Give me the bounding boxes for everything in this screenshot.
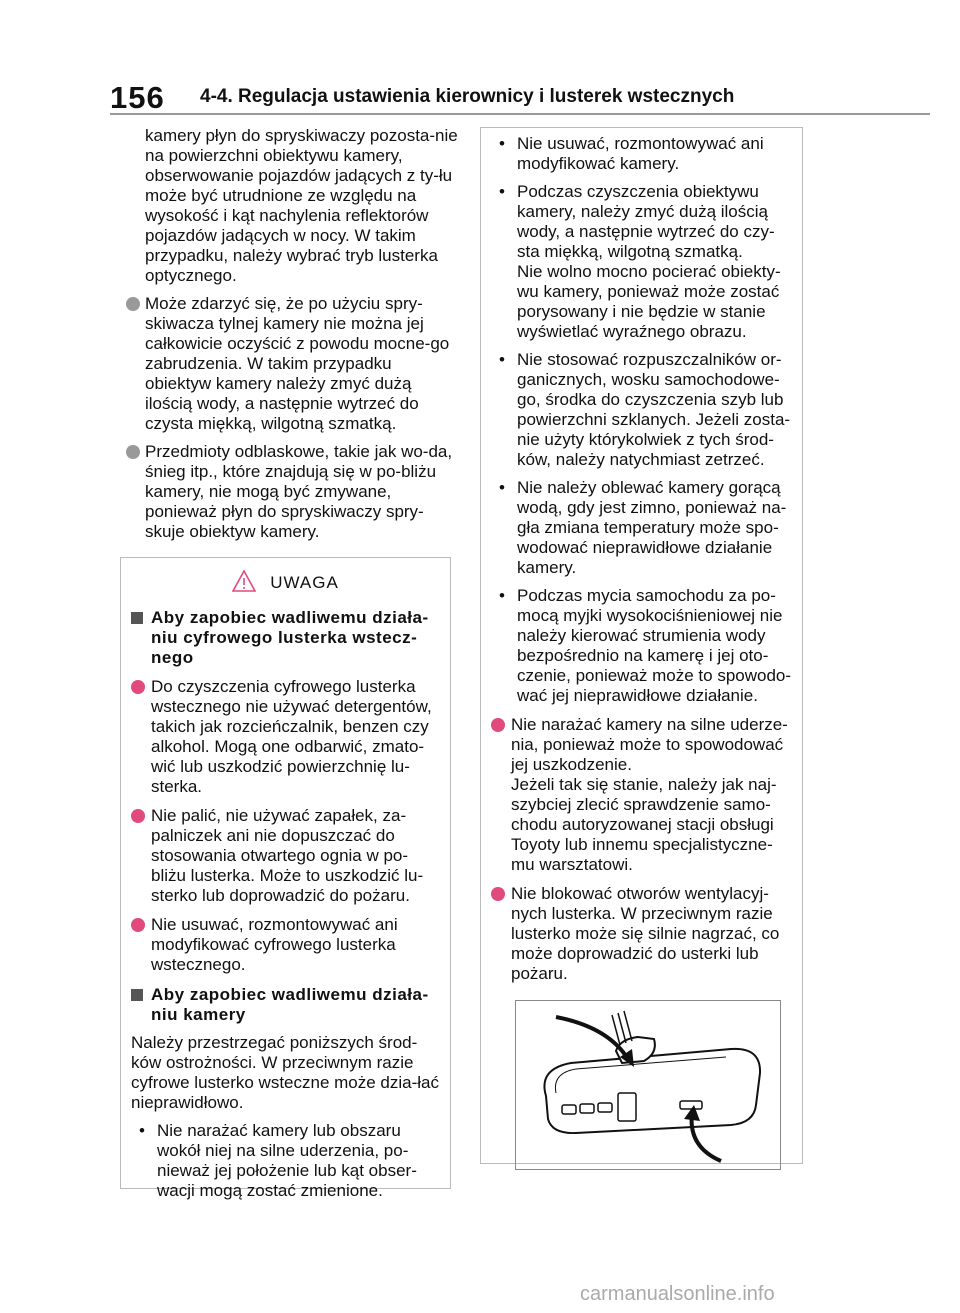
list-item: • Podczas czyszczenia obiektywu kamery, … [491, 182, 792, 342]
bullet-dot-icon [131, 918, 145, 932]
list-item-text: Podczas mycia samochodu za po-mocą myjki… [517, 586, 792, 705]
list-item: Nie narażać kamery na silne uderze-nia, … [491, 715, 792, 875]
section-title: 4-4. Regulacja ustawienia kierownicy i l… [200, 86, 735, 107]
subheading: Aby zapobiec wadliwemu działa-niu kamery [131, 985, 440, 1025]
list-item: • Nie narażać kamery lub obszaru wokół n… [131, 1121, 440, 1201]
list-item-text: Przedmioty odblaskowe, takie jak wo-da, … [145, 442, 453, 541]
warning-box-continued: • Nie usuwać, rozmontowywać ani modyfiko… [480, 127, 803, 1170]
list-item-note: Jeżeli tak się stanie, należy jak naj-sz… [511, 775, 777, 874]
intro-text: Należy przestrzegać poniższych środ-ków … [131, 1033, 440, 1112]
small-bullet-icon: • [499, 586, 505, 605]
square-bullet-icon [131, 612, 143, 624]
warning-triangle-icon [232, 570, 257, 592]
subheading-text: Aby zapobiec wadliwemu działa-niu cyfrow… [151, 608, 429, 667]
bullet-dot-icon [131, 809, 145, 823]
warning-title: UWAGA [270, 573, 339, 592]
list-item-text: Nie usuwać, rozmontowywać ani modyfikowa… [151, 915, 398, 974]
small-bullet-icon: • [499, 182, 505, 201]
small-bullet-icon: • [499, 134, 505, 153]
list-item: • Podczas mycia samochodu za po-mocą myj… [491, 586, 792, 706]
list-item: Nie blokować otworów wentylacyj-nych lus… [491, 884, 792, 984]
subheading-text: Aby zapobiec wadliwemu działa-niu kamery [151, 985, 429, 1024]
small-bullet-icon: • [499, 350, 505, 369]
list-item-text: Nie narażać kamery na silne uderze-nia, … [511, 715, 788, 774]
subheading: Aby zapobiec wadliwemu działa-niu cyfrow… [131, 608, 440, 668]
list-item: Może zdarzyć się, że po użyciu spry-skiw… [120, 294, 458, 434]
list-item-text: Nie stosować rozpuszczalników or-ganiczn… [517, 350, 791, 469]
list-item-text: Nie należy oblewać kamery gorącą wodą, g… [517, 478, 787, 577]
warning-header: UWAGA [131, 570, 440, 598]
list-item-text: Nie palić, nie używać zapałek, za-palnic… [151, 806, 424, 905]
continuation-text: kamery płyn do spryskiwaczy pozosta-nie … [145, 126, 458, 285]
list-item-text: Nie narażać kamery lub obszaru wokół nie… [157, 1121, 417, 1200]
left-column: kamery płyn do spryskiwaczy pozosta-nie … [120, 126, 458, 542]
list-item-note: Nie wolno mocno pocierać obiekty-wu kame… [517, 262, 781, 341]
list-item: • Nie usuwać, rozmontowywać ani modyfiko… [491, 134, 792, 174]
list-item: Nie usuwać, rozmontowywać ani modyfikowa… [131, 915, 440, 975]
small-bullet-icon: • [499, 478, 505, 497]
mirror-illustration [515, 1000, 781, 1170]
bullet-dot-icon [126, 297, 140, 311]
list-item: Nie palić, nie używać zapałek, za-palnic… [131, 806, 440, 906]
list-item: • Nie stosować rozpuszczalników or-ganic… [491, 350, 792, 470]
list-item: Przedmioty odblaskowe, takie jak wo-da, … [120, 442, 458, 542]
square-bullet-icon [131, 989, 143, 1001]
list-item: Do czyszczenia cyfrowego lusterka wstecz… [131, 677, 440, 797]
list-item: • Nie należy oblewać kamery gorącą wodą,… [491, 478, 792, 578]
small-bullet-icon: • [139, 1121, 145, 1140]
rear-view-mirror-icon [543, 1010, 762, 1163]
bullet-dot-icon [491, 718, 505, 732]
list-item-text: Nie blokować otworów wentylacyj-nych lus… [511, 884, 780, 983]
watermark: carmanualsonline.info [580, 1283, 775, 1305]
list-item-text: Do czyszczenia cyfrowego lusterka wstecz… [151, 677, 432, 796]
bullet-dot-icon [131, 680, 145, 694]
page-number: 156 [110, 80, 165, 115]
list-item-text: Podczas czyszczenia obiektywu kamery, na… [517, 182, 775, 261]
list-item-text: Nie usuwać, rozmontowywać ani modyfikowa… [517, 134, 764, 173]
bullet-dot-icon [491, 887, 505, 901]
bullet-dot-icon [126, 445, 140, 459]
warning-box: UWAGA Aby zapobiec wadliwemu działa-niu … [120, 557, 451, 1200]
page-header: 156 4-4. Regulacja ustawienia kierownicy… [110, 80, 930, 115]
list-item-text: Może zdarzyć się, że po użyciu spry-skiw… [145, 294, 450, 433]
header-rule [110, 113, 930, 115]
